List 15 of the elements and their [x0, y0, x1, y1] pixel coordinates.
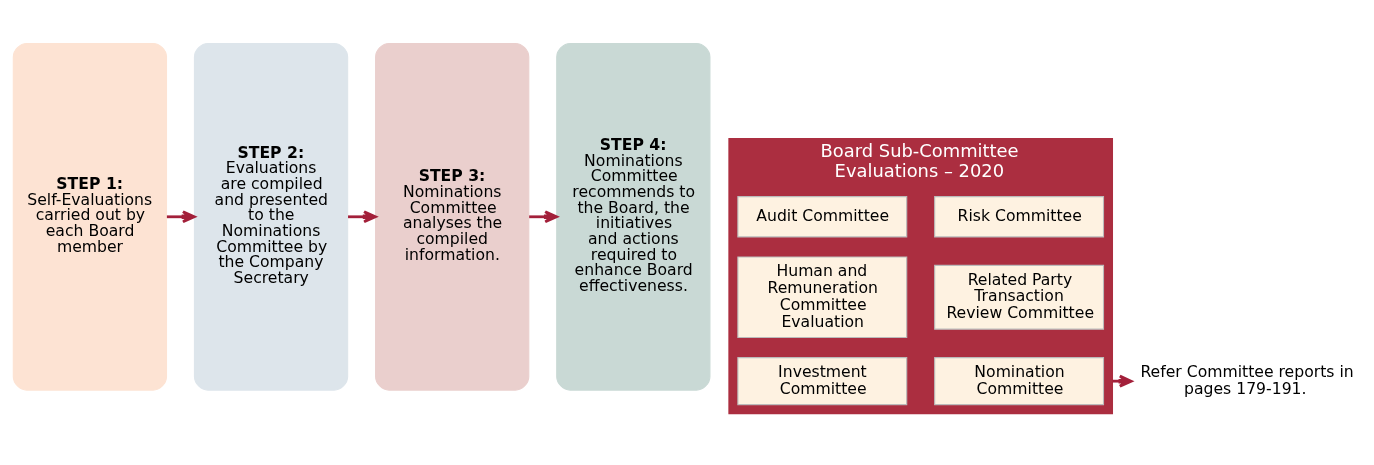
node-box: Nomination Committee — [934, 356, 1105, 405]
node-box: STEP 4: Nominations Committee recommends to the Board, the initiatives and actions required to enhance Board effectiveness. — [556, 42, 711, 391]
arrow — [1112, 374, 1133, 388]
node-box: Risk Committee — [934, 195, 1105, 237]
arrow — [348, 209, 377, 223]
node-box: STEP 3: Nominations Committee analyses the compiled information. — [375, 42, 530, 391]
node-text: Refer Committee reports in pages 179-191. — [1140, 361, 1354, 398]
node-box: STEP 2: Evaluations are compiled and presented to the Nominations Committee by the Company Secretary — [193, 42, 349, 391]
arrow — [166, 209, 196, 223]
node-box: Related Party Transaction Review Committee — [934, 264, 1105, 330]
node-box: Audit Committee — [737, 195, 908, 237]
node-box: Human and Remuneration Committee Evaluation — [737, 256, 908, 338]
node-box: Investment Committee — [737, 356, 908, 405]
node-box: STEP 1: Self-Evaluations carried out by each Board member — [12, 42, 168, 391]
arrow — [529, 209, 558, 223]
